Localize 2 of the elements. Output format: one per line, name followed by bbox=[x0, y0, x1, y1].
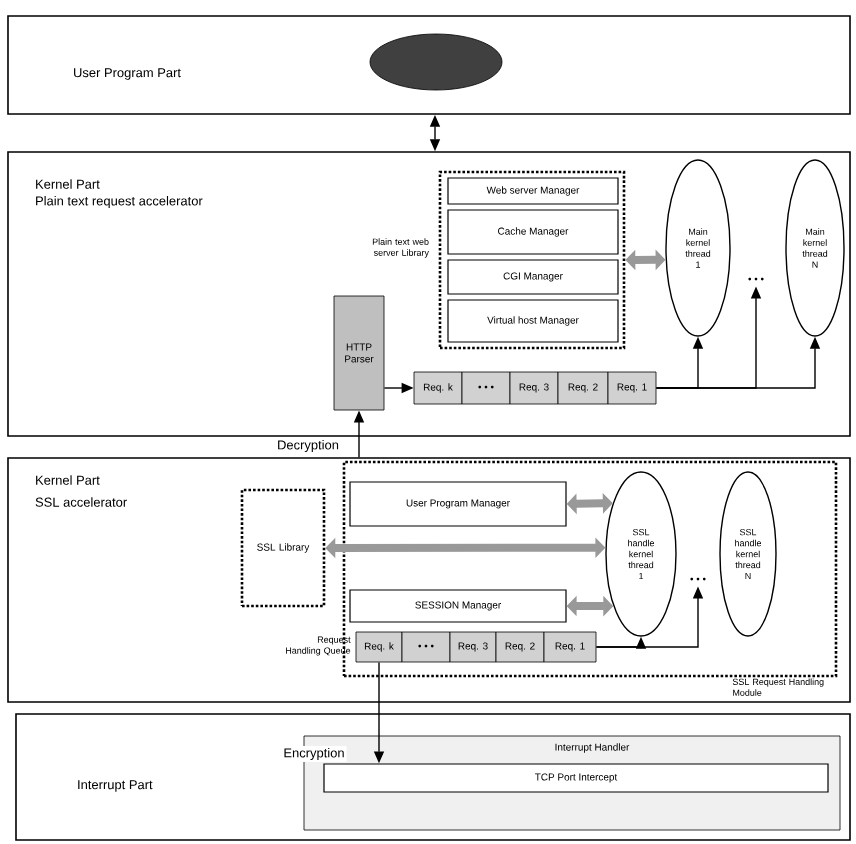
blob-drawing bbox=[369, 33, 503, 91]
arrow bbox=[625, 249, 666, 271]
